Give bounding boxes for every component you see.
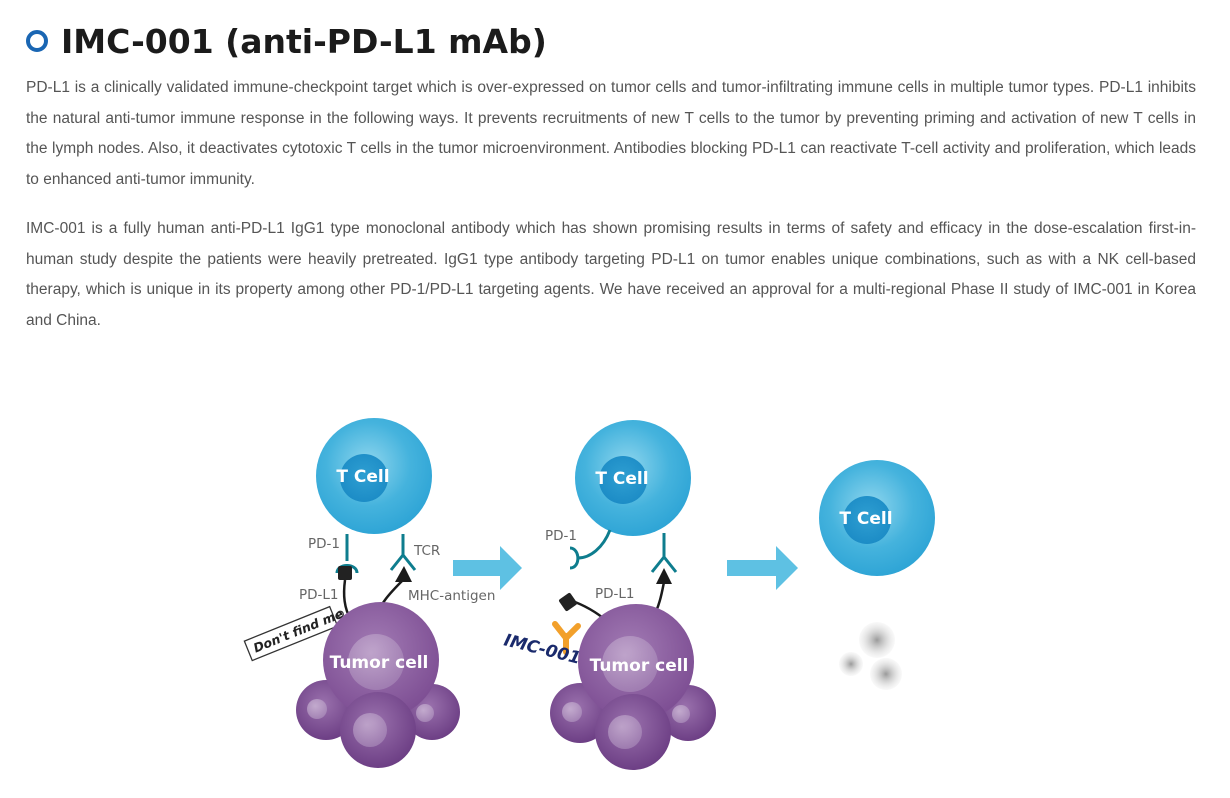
t-cell-label: T Cell — [595, 469, 648, 489]
panel-2: T Cell PD-1 PD-L1 IMC-001 — [502, 420, 716, 770]
tcr-receptor — [650, 554, 678, 573]
tcr-label: TCR — [413, 543, 440, 559]
pd1-label: PD-1 — [545, 528, 577, 544]
pdl1-ligand — [559, 593, 577, 611]
pd1-receptor — [335, 564, 359, 574]
panel-3: T Cell — [819, 460, 935, 690]
flow-arrow-1-icon — [453, 546, 522, 590]
pdl1-ligand — [338, 566, 352, 580]
t-cell-3: T Cell — [819, 460, 935, 576]
tcr-receptor — [389, 552, 417, 571]
tumor-cell-label: Tumor cell — [590, 656, 689, 676]
title-row: IMC-001 (anti-PD-L1 mAb) — [26, 16, 547, 66]
mechanism-diagram: T Cell PD-1 TCR PD-L1 MHC-antigen Don't … — [243, 418, 935, 770]
flow-arrow-2-icon — [727, 546, 798, 590]
mhc-arrow-icon — [656, 568, 672, 584]
title-bullet-icon — [26, 30, 48, 52]
pd1-label: PD-1 — [308, 536, 340, 552]
pdl1-label: PD-L1 — [595, 586, 635, 602]
t-cell-label: T Cell — [336, 467, 389, 487]
panel-1: T Cell PD-1 TCR PD-L1 MHC-antigen Don't … — [243, 418, 495, 768]
t-cell-2: T Cell — [575, 420, 691, 536]
pd1-receptor — [569, 546, 580, 570]
imc001-paragraph: IMC-001 is a fully human anti-PD-L1 IgG1… — [26, 220, 1196, 329]
pdl1-label: PD-L1 — [299, 587, 339, 603]
dead-tumor-debris-icon — [839, 622, 902, 690]
intro-paragraph: PD-L1 is a clinically validated immune-c… — [26, 79, 1196, 188]
antibody-icon — [552, 621, 581, 655]
tumor-cluster-2: Tumor cell — [550, 604, 716, 770]
tumor-cell-label: Tumor cell — [330, 653, 429, 673]
page-title: IMC-001 (anti-PD-L1 mAb) — [61, 21, 547, 61]
mhc-arrow-icon — [395, 566, 412, 582]
t-cell-label: T Cell — [839, 509, 892, 529]
t-cell-1: T Cell — [316, 418, 432, 534]
mhc-label: MHC-antigen — [408, 588, 495, 604]
tumor-cluster-1: Tumor cell — [296, 602, 460, 768]
